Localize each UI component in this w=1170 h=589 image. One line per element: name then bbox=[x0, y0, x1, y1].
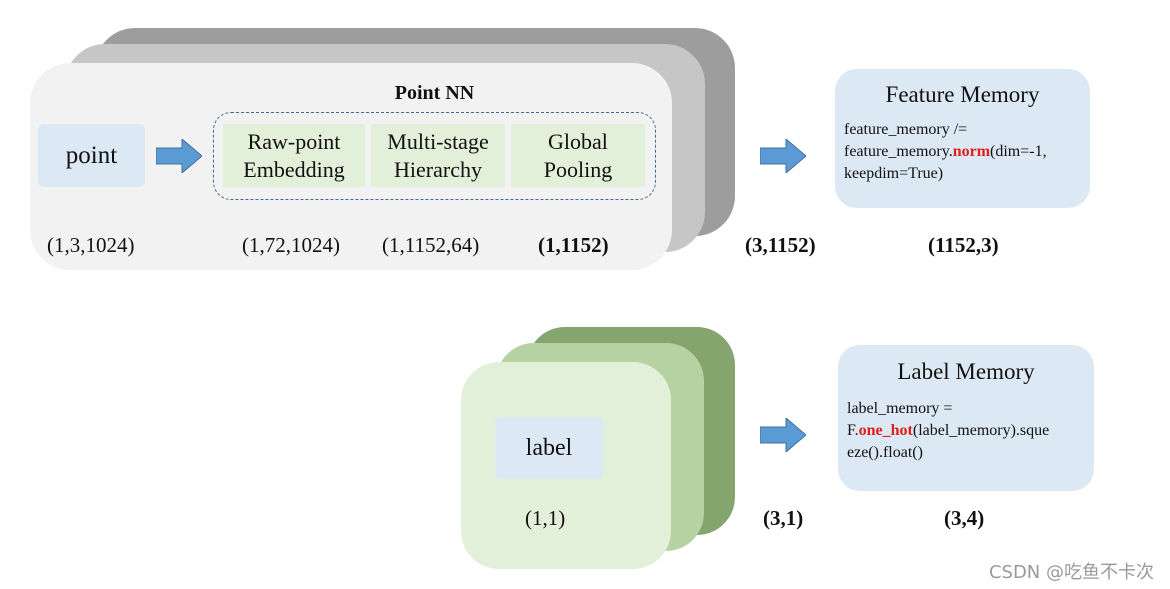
code-line: F.one_hot(label_memory).sque bbox=[847, 420, 1049, 442]
code-function-name: one_hot bbox=[858, 422, 913, 439]
label-input-dim: (1,1) bbox=[525, 506, 566, 530]
point-stacked-dim: (3,1152) bbox=[745, 233, 816, 257]
stage-line1: Multi-stage bbox=[387, 128, 489, 154]
label-stacked-dim: (3,1) bbox=[763, 506, 804, 530]
code-line: eze().float() bbox=[847, 444, 923, 461]
point-input-dim: (1,3,1024) bbox=[47, 233, 135, 257]
label-memory-box: Label Memory label_memory = F.one_hot(la… bbox=[838, 345, 1094, 491]
code-line: feature_memory /= bbox=[844, 121, 968, 138]
arrow-right-icon bbox=[156, 139, 202, 173]
feature-memory-code: feature_memory /= feature_memory.norm(di… bbox=[844, 119, 1047, 185]
embedding-dim: (1,72,1024) bbox=[242, 233, 340, 257]
code-line: keepdim=True) bbox=[844, 165, 944, 182]
stage-raw-point-embedding: Raw-point Embedding bbox=[223, 124, 365, 187]
arrow-right-icon bbox=[760, 139, 806, 173]
stage-line1: Global bbox=[548, 128, 608, 154]
feature-memory-dim: (1152,3) bbox=[928, 233, 999, 257]
code-function-name: norm bbox=[952, 143, 991, 160]
stage-line2: Hierarchy bbox=[394, 156, 482, 182]
label-memory-dim: (3,4) bbox=[944, 506, 985, 530]
point-nn-module bbox=[213, 112, 656, 200]
watermark: CSDN @吃鱼不卡次 bbox=[988, 562, 1154, 583]
code-line: feature_memory.norm(dim=-1, bbox=[844, 141, 1047, 163]
stage-multi-stage-hierarchy: Multi-stage Hierarchy bbox=[371, 124, 505, 187]
label-input-box: label bbox=[495, 417, 603, 479]
code-text: feature_memory. bbox=[844, 143, 953, 160]
label-memory-code: label_memory = F.one_hot(label_memory).s… bbox=[847, 398, 1049, 464]
pooling-dim: (1,1152) bbox=[538, 233, 609, 257]
hierarchy-dim: (1,1152,64) bbox=[382, 233, 480, 257]
label-input-label: label bbox=[525, 434, 573, 461]
code-text: (dim=-1, bbox=[990, 143, 1047, 160]
feature-memory-box: Feature Memory feature_memory /= feature… bbox=[835, 69, 1090, 208]
code-text: F. bbox=[847, 422, 859, 439]
stage-line2: Embedding bbox=[243, 156, 345, 182]
stage-line2: Pooling bbox=[543, 156, 613, 182]
label-memory-title: Label Memory bbox=[897, 359, 1035, 384]
feature-memory-title: Feature Memory bbox=[885, 82, 1040, 107]
point-input-box: point bbox=[38, 124, 145, 187]
point-nn-title: Point NN bbox=[394, 82, 475, 104]
stage-global-pooling: Global Pooling bbox=[511, 124, 645, 187]
arrow-right-icon bbox=[760, 418, 806, 452]
code-text: (label_memory).sque bbox=[912, 422, 1050, 439]
point-input-label: point bbox=[65, 141, 118, 169]
stage-line1: Raw-point bbox=[247, 128, 341, 154]
code-line: label_memory = bbox=[847, 400, 953, 417]
